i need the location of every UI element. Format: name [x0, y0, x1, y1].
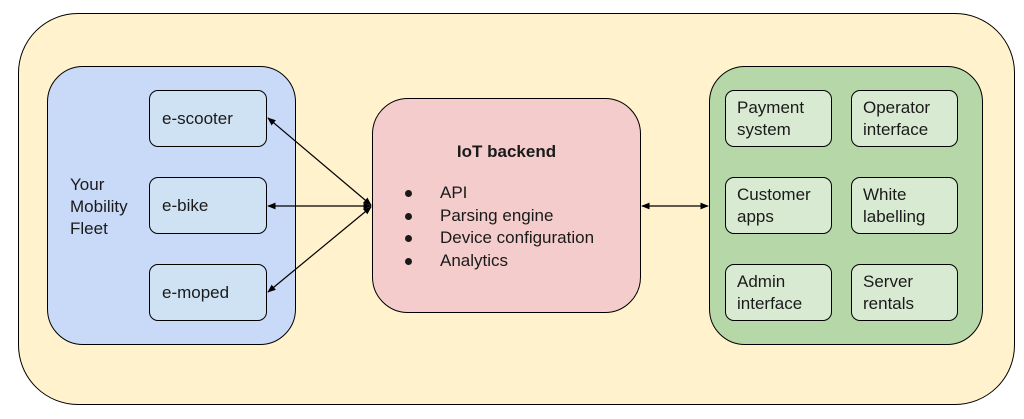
vehicle-e-scooter: e-scooter	[149, 90, 267, 147]
backend-title: IoT backend	[456, 142, 557, 161]
service-white-labelling: White labelling	[851, 177, 958, 234]
iot-backend-box	[372, 98, 641, 313]
fleet-label: Your Mobility Fleet	[70, 175, 128, 238]
vehicle-label: e-scooter	[162, 108, 233, 128]
service-server-rentals: Server rentals	[851, 264, 958, 321]
service-label: Admin interface	[737, 272, 803, 313]
service-admin-interface: Admin interface	[725, 264, 832, 321]
service-payment-system: Payment system	[725, 90, 832, 147]
service-label: Operator interface	[863, 98, 931, 139]
service-label: Payment system	[737, 98, 805, 139]
feature-item: API	[405, 182, 594, 205]
vehicle-e-bike: e-bike	[149, 177, 267, 234]
service-label: White labelling	[863, 185, 926, 226]
backend-feature-list: API Parsing engine Device configuration …	[405, 182, 594, 272]
feature-item: Parsing engine	[405, 205, 594, 228]
vehicle-label: e-moped	[162, 282, 230, 302]
feature-item: Device configuration	[405, 227, 594, 250]
arrow-emoped-backend	[267, 206, 372, 293]
arrow-escooter-backend	[267, 117, 372, 206]
service-customer-apps: Customer apps	[725, 177, 832, 234]
vehicle-label: e-bike	[162, 195, 209, 215]
service-operator-interface: Operator interface	[851, 90, 958, 147]
service-label: Server rentals	[863, 272, 915, 313]
feature-item: Analytics	[405, 250, 594, 273]
vehicle-e-moped: e-moped	[149, 264, 267, 321]
service-label: Customer apps	[737, 185, 811, 226]
